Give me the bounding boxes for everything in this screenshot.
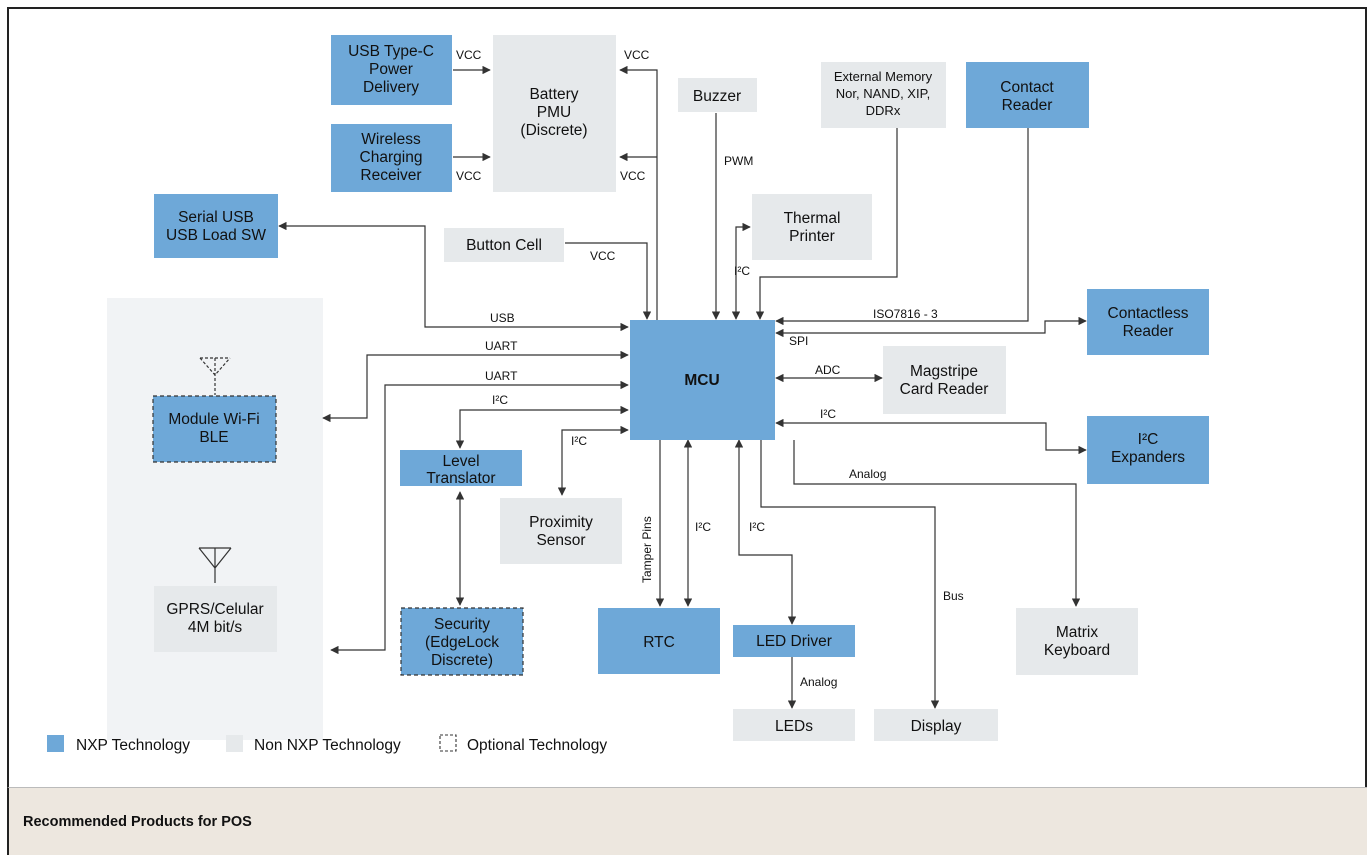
svg-text:Analog: Analog (800, 675, 837, 689)
svg-text:USB: USB (490, 311, 515, 325)
recommended-products-title: Recommended Products for POS (23, 814, 252, 830)
connectivity-panel (107, 298, 323, 740)
cellular-antenna-icon (198, 547, 232, 583)
svg-text:I²C: I²C (695, 520, 711, 534)
svg-text:Buzzer: Buzzer (693, 88, 741, 105)
connection-labels: VCC VCC VCC VCC VCC PWM I²C ISO7816 - 3 … (456, 48, 964, 689)
svg-text:MCU: MCU (684, 372, 719, 389)
svg-text:ISO7816 - 3: ISO7816 - 3 (873, 307, 938, 321)
legend: NXP Technology Non NXP Technology Option… (47, 734, 607, 754)
recommended-products-bar[interactable]: Recommended Products for POS (7, 787, 1367, 855)
wifi-antenna-icon (199, 357, 231, 395)
svg-text:Bus: Bus (943, 589, 964, 603)
svg-text:UART: UART (485, 369, 518, 383)
frame-border (1365, 7, 1367, 787)
svg-text:VCC: VCC (456, 169, 482, 183)
connections (278, 65, 1087, 709)
svg-text:RTC: RTC (643, 634, 675, 651)
svg-text:Analog: Analog (849, 467, 886, 481)
svg-text:I²C: I²C (571, 434, 587, 448)
block-rtc: RTC (598, 608, 720, 674)
legend-swatch-optional (439, 734, 457, 752)
svg-text:PWM: PWM (724, 154, 753, 168)
svg-text:LEDs: LEDs (775, 718, 813, 735)
block-leds: LEDs (733, 709, 855, 741)
diagram-frame (7, 7, 1367, 787)
legend-swatch-nxp (47, 735, 64, 752)
svg-text:Tamper Pins: Tamper Pins (640, 516, 654, 583)
legend-swatch-non-nxp (226, 735, 243, 752)
svg-text:VCC: VCC (620, 169, 646, 183)
svg-text:VCC: VCC (456, 48, 482, 62)
svg-text:SPI: SPI (789, 334, 808, 348)
svg-text:VCC: VCC (590, 249, 616, 263)
block-buzzer: Buzzer (678, 78, 757, 112)
legend-label-optional: Optional Technology (467, 737, 607, 754)
svg-text:Button Cell: Button Cell (466, 237, 542, 254)
legend-label-nxp: NXP Technology (76, 737, 190, 754)
svg-text:UART: UART (485, 339, 518, 353)
svg-text:I²C: I²C (734, 264, 750, 278)
legend-label-non-nxp: Non NXP Technology (254, 737, 401, 754)
svg-text:LED Driver: LED Driver (756, 633, 832, 650)
svg-text:Display: Display (911, 718, 962, 735)
block-button-cell: Button Cell (444, 228, 564, 262)
block-led-driver: LED Driver (733, 625, 855, 657)
block-display: Display (874, 709, 998, 741)
block-mcu: MCU (630, 320, 775, 440)
svg-text:I²C: I²C (492, 393, 508, 407)
svg-text:VCC: VCC (624, 48, 650, 62)
svg-text:I²C: I²C (749, 520, 765, 534)
svg-text:I²C: I²C (820, 407, 836, 421)
svg-text:ADC: ADC (815, 363, 841, 377)
